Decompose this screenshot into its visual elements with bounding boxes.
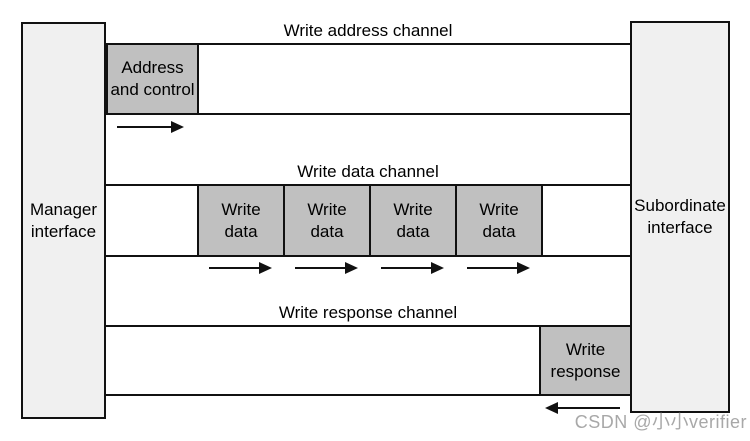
write-data-1-line1: Write: [221, 199, 261, 219]
data-right-arrow-icon-1: [209, 262, 272, 274]
response-channel-top-line: [106, 325, 630, 327]
subordinate-interface-label-line2: interface: [647, 218, 713, 237]
subordinate-interface-box: Subordinate interface: [630, 21, 730, 413]
response-left-arrow-icon: [545, 402, 620, 414]
write-response-line2: response: [550, 361, 621, 381]
write-data-box-2: Write data: [283, 184, 371, 257]
response-channel-bottom-line: [106, 394, 630, 396]
data-right-arrow-icon-3: [381, 262, 444, 274]
write-response-line1: Write: [565, 339, 606, 359]
address-channel-bottom-line: [106, 113, 630, 115]
address-and-control-line1: Address: [121, 58, 184, 77]
write-data-4-line1: Write: [479, 199, 519, 219]
write-data-2-line1: Write: [307, 199, 347, 219]
write-data-box-3: Write data: [369, 184, 457, 257]
write-data-2-line2: data: [310, 221, 344, 241]
write-data-box-1: Write data: [197, 184, 285, 257]
write-data-4-line2: data: [482, 221, 516, 241]
data-right-arrow-icon-2: [295, 262, 358, 274]
write-data-3-line1: Write: [393, 199, 433, 219]
write-response-box: Write response: [539, 325, 632, 396]
write-response-channel-label: Write response channel: [278, 303, 458, 322]
manager-interface-label-line2: interface: [30, 221, 97, 241]
address-channel-top-line: [106, 43, 630, 45]
watermark: CSDN @小小verifier: [574, 412, 747, 432]
write-address-channel-label: Write address channel: [283, 21, 453, 40]
write-data-3-line2: data: [396, 221, 430, 241]
manager-interface-box: Manager interface: [21, 22, 106, 419]
address-right-arrow-icon: [117, 121, 184, 133]
address-and-control-line2: and control: [110, 80, 195, 99]
manager-interface-label-line1: Manager: [29, 199, 98, 219]
data-right-arrow-icon-4: [467, 262, 530, 274]
subordinate-interface-label-line1: Subordinate: [634, 196, 726, 215]
write-data-1-line2: data: [224, 221, 258, 241]
write-data-channel-label: Write data channel: [297, 162, 439, 181]
write-data-box-4: Write data: [455, 184, 543, 257]
address-and-control-box: Address and control: [106, 43, 199, 115]
